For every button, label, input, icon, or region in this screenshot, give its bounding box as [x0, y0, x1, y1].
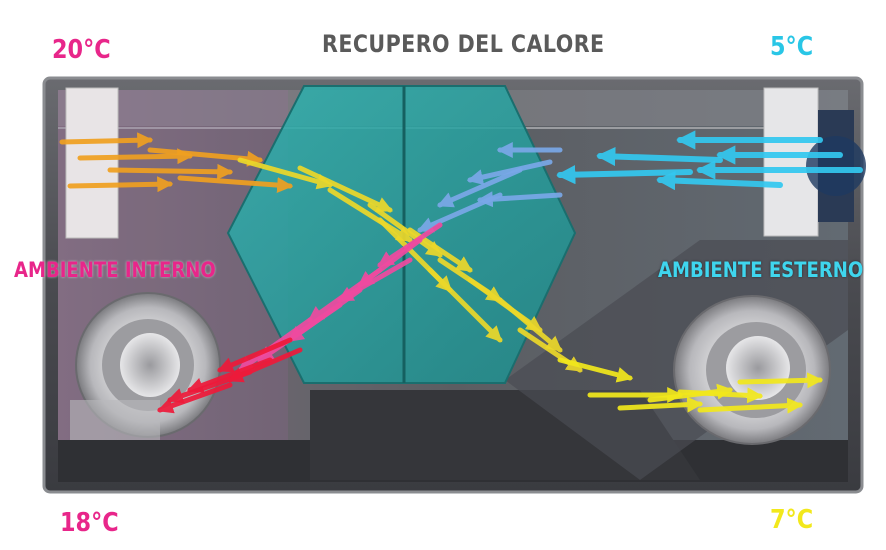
warm-flow-arrow: [177, 175, 294, 194]
right-fan: [673, 295, 831, 445]
temperature-indoor-supply: 18°C: [60, 508, 119, 538]
heated-flow-arrow: [307, 267, 383, 323]
exhaust-arrow: [617, 396, 704, 413]
temperature-outdoor-in: 5°C: [770, 32, 814, 62]
cooled-flow-arrow: [327, 187, 413, 243]
warm-flow-arrow: [77, 148, 194, 165]
mixing-flow-arrow: [476, 191, 563, 208]
warm-flow-arrow: [59, 132, 154, 149]
warm-flow-arrow: [107, 163, 234, 180]
cooled-flow-arrow: [237, 157, 334, 190]
label-exterior: AMBIENTE ESTERNO: [658, 258, 864, 282]
supply-flow-arrow: [227, 347, 303, 383]
exhaust-arrow: [737, 372, 824, 389]
cold-flow-arrow: [556, 165, 693, 185]
label-interior: AMBIENTE INTERNO: [14, 258, 216, 282]
exhaust-arrow: [647, 383, 734, 403]
mixing-flow-arrow: [466, 159, 553, 185]
cold-flow-arrow: [596, 146, 723, 167]
exhaust-arrow: [557, 357, 634, 383]
airflow-arrows: [59, 130, 863, 414]
supply-flow-arrow: [156, 382, 233, 414]
cooled-flow-arrow: [367, 202, 443, 258]
warm-flow-arrow: [67, 176, 174, 193]
mixing-flow-arrow: [437, 167, 523, 208]
temperature-indoor-in: 20°C: [52, 35, 111, 65]
cold-flow-arrow: [656, 171, 783, 191]
exhaust-arrow: [697, 397, 804, 414]
title: RECUPERO DEL CALORE: [322, 30, 605, 58]
supply-flow-arrow: [217, 337, 293, 373]
heated-flow-arrow: [257, 302, 343, 363]
cooled-flow-arrow: [297, 165, 393, 213]
temperature-outdoor-exhaust: 7°C: [770, 505, 814, 535]
cooled-flow-arrow: [497, 297, 563, 353]
cooled-flow-arrow: [427, 267, 503, 343]
left-filter: [65, 87, 119, 239]
